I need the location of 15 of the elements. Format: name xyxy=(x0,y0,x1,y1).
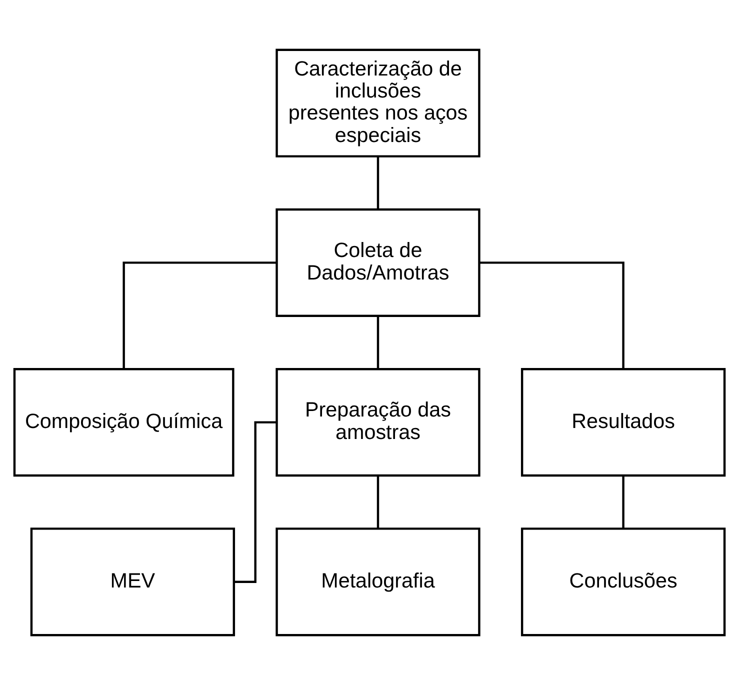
node-box: Preparação das amostras xyxy=(276,368,480,476)
connector xyxy=(376,316,380,368)
node-box: Coleta de Dados/Amotras xyxy=(276,208,480,316)
connector xyxy=(122,261,276,368)
node-box: MEV xyxy=(30,527,236,636)
node-box: Conclusões xyxy=(520,527,726,636)
node-box: Caracterização de inclusões presentes nos aços especiais xyxy=(276,48,480,157)
node-box: Metalografia xyxy=(276,527,480,636)
connector xyxy=(376,475,380,528)
node-box: Resultados xyxy=(520,368,726,476)
connector xyxy=(480,261,624,368)
node-box: Composição Química xyxy=(13,368,234,476)
connector xyxy=(376,156,380,208)
connector xyxy=(622,475,624,528)
connector xyxy=(234,420,277,582)
